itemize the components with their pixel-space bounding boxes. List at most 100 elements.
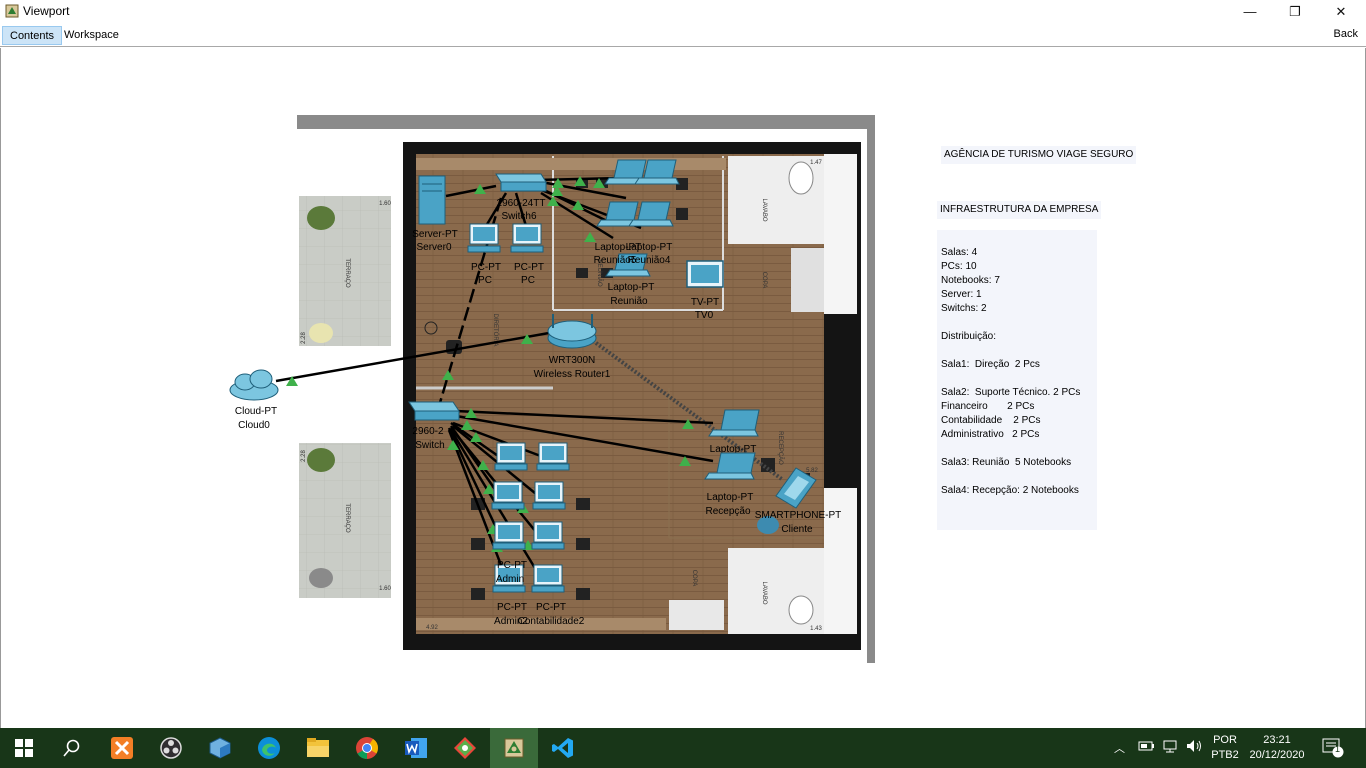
room-labels: TERRAÇO TERRAÇO DIRETÓRIA REUNIÃO LAVABO…: [344, 198, 784, 604]
chrome-icon: [356, 737, 378, 759]
wireless-router1[interactable]: WRT300N Wireless Router1: [534, 314, 611, 380]
link-cloud-router: [275, 331, 550, 383]
pc-direcao-2[interactable]: PC-PT PC: [510, 223, 544, 286]
router-icon: [547, 314, 597, 349]
note-company-title[interactable]: AGÊNCIA DE TURISMO VIAGE SEGURO: [941, 146, 1137, 164]
taskbar-word[interactable]: [392, 728, 440, 768]
tab-contents[interactable]: Contents: [2, 26, 63, 45]
battery-icon: [1138, 741, 1154, 751]
close-button[interactable]: ✕: [1318, 0, 1364, 23]
pc-direcao-1[interactable]: PC-PT PC: [467, 223, 501, 286]
switch6[interactable]: 2960-24TT Switch6: [495, 173, 547, 222]
device-name-label: Cliente: [781, 524, 813, 535]
laptops-reuniao-group[interactable]: [596, 159, 680, 277]
note-line: Sala4: Recepção: 2 Notebooks: [941, 485, 1079, 496]
taskbar-xampp[interactable]: [98, 728, 146, 768]
logical-workspace[interactable]: TERRAÇO TERRAÇO DIRETÓRIA REUNIÃO LAVABO…: [0, 48, 1366, 728]
git-icon: [454, 737, 476, 759]
taskbar-obs[interactable]: [147, 728, 195, 768]
taskbar-edge[interactable]: [245, 728, 293, 768]
tv0[interactable]: TV-PT TV0: [686, 260, 724, 321]
dimension-label: 2.28: [301, 332, 307, 344]
note-infrastructure-heading[interactable]: INFRAESTRUTURA DA EMPRESA: [937, 201, 1102, 219]
action-center-button[interactable]: 1: [1322, 738, 1344, 761]
note-line: Sala2: Suporte Técnico. 2 PCs: [941, 387, 1081, 398]
note-line: Sala1: Direção 2 Pcs: [941, 359, 1040, 370]
cloud0[interactable]: Cloud-PT Cloud0: [229, 369, 279, 431]
keyboard-layout: PTB2: [1211, 749, 1239, 761]
pcs-salas-group[interactable]: [491, 442, 570, 593]
tray-network[interactable]: [1162, 739, 1180, 756]
dimension-label: 1.60: [379, 201, 391, 207]
note-line: Salas: 4: [941, 247, 978, 258]
search-icon: [63, 739, 80, 757]
note-line: [941, 316, 1093, 330]
edge-icon: [258, 737, 280, 759]
maximize-button[interactable]: ❐: [1272, 0, 1318, 23]
laptop-recepcao[interactable]: Laptop-PT Recepção: [704, 452, 756, 517]
room-label-copa-2: COPA: [691, 570, 697, 587]
clock[interactable]: 23:21 20/12/2020: [1244, 733, 1310, 763]
vscode-icon: [552, 738, 573, 758]
dimension-label: 5.82: [806, 468, 818, 474]
cloud-icon: [229, 369, 279, 401]
room-label-recepcao: RECEPÇÃO: [777, 431, 784, 465]
device-type-label: Laptop-PT: [608, 282, 655, 293]
back-button[interactable]: Back: [1333, 28, 1358, 40]
switch-icon: [408, 401, 460, 421]
chevron-up-icon: ︿: [1114, 743, 1125, 755]
note-line: [941, 344, 1093, 358]
device-type-label: 2960-24TT: [497, 198, 546, 209]
laptop-recepcao-2[interactable]: Laptop-PT: [708, 409, 760, 455]
clock-time: 23:21: [1263, 734, 1291, 746]
language-indicator[interactable]: POR PTB2: [1206, 733, 1244, 763]
word-icon: [405, 738, 427, 758]
device-name-label: PC: [521, 275, 535, 286]
taskbar-packet-tracer[interactable]: [490, 728, 538, 768]
pc-admin-label: PC-PT Admin: [496, 560, 527, 585]
server0[interactable]: Server-PT Server0: [412, 175, 458, 253]
smartphone-cliente[interactable]: SMARTPHONE-PT Cliente: [755, 467, 842, 535]
server-icon: [418, 175, 446, 225]
obs-icon: [160, 737, 182, 759]
minimize-button[interactable]: —: [1227, 0, 1273, 23]
taskbar-chrome[interactable]: [343, 728, 391, 768]
laptop-icon: [605, 253, 651, 277]
link-switch-pc: [447, 427, 503, 539]
tab-workspace[interactable]: Workspace: [64, 29, 119, 41]
note-line: Administrativo 2 PCs: [941, 429, 1040, 440]
floor-plan-image: [297, 115, 875, 663]
taskbar-file-explorer[interactable]: [294, 728, 342, 768]
start-button[interactable]: [0, 728, 48, 768]
virtualbox-icon: [209, 737, 231, 759]
device-name-label: Reunião5: [594, 255, 637, 266]
room-label-diretoria: DIRETÓRIA: [492, 314, 499, 347]
notification-icon: [1322, 738, 1344, 758]
device-name-label: Contabilidade2: [518, 616, 585, 627]
taskbar-search[interactable]: [48, 728, 96, 768]
device-type-label: PC-PT: [514, 262, 544, 273]
device-name-label: Reunião: [610, 296, 648, 307]
device-name-label: Admin2: [494, 616, 528, 627]
taskbar-vscode[interactable]: [539, 728, 587, 768]
taskbar-git[interactable]: [441, 728, 489, 768]
volume-icon: [1187, 740, 1201, 752]
pc-icon: [491, 481, 525, 510]
switch-salas[interactable]: 2960-2 Switch: [408, 401, 460, 451]
taskbar-virtualbox[interactable]: [196, 728, 244, 768]
show-hidden-icons-button[interactable]: ︿: [1114, 740, 1125, 756]
windows-taskbar: ︿ POR PTB2 23:21 20/12/2020 1: [0, 728, 1366, 768]
laptop-reuniao4-label: Laptop-PT Reunião4: [626, 242, 673, 266]
note-line: Sala3: Reunião 5 Notebooks: [941, 457, 1072, 468]
pc-icon: [494, 442, 528, 471]
close-icon: ✕: [1335, 3, 1347, 19]
network-canvas[interactable]: TERRAÇO TERRAÇO DIRETÓRIA REUNIÃO LAVABO…: [1, 48, 1366, 728]
device-name-label: Recepção: [705, 506, 750, 517]
tray-volume[interactable]: [1186, 739, 1204, 756]
tray-battery[interactable]: [1138, 740, 1156, 755]
pc-icon: [532, 481, 566, 510]
link-switch-laptop: [455, 409, 714, 425]
packet-tracer-icon: [504, 738, 524, 758]
title-bar: Viewport — ❐ ✕: [0, 0, 1366, 23]
